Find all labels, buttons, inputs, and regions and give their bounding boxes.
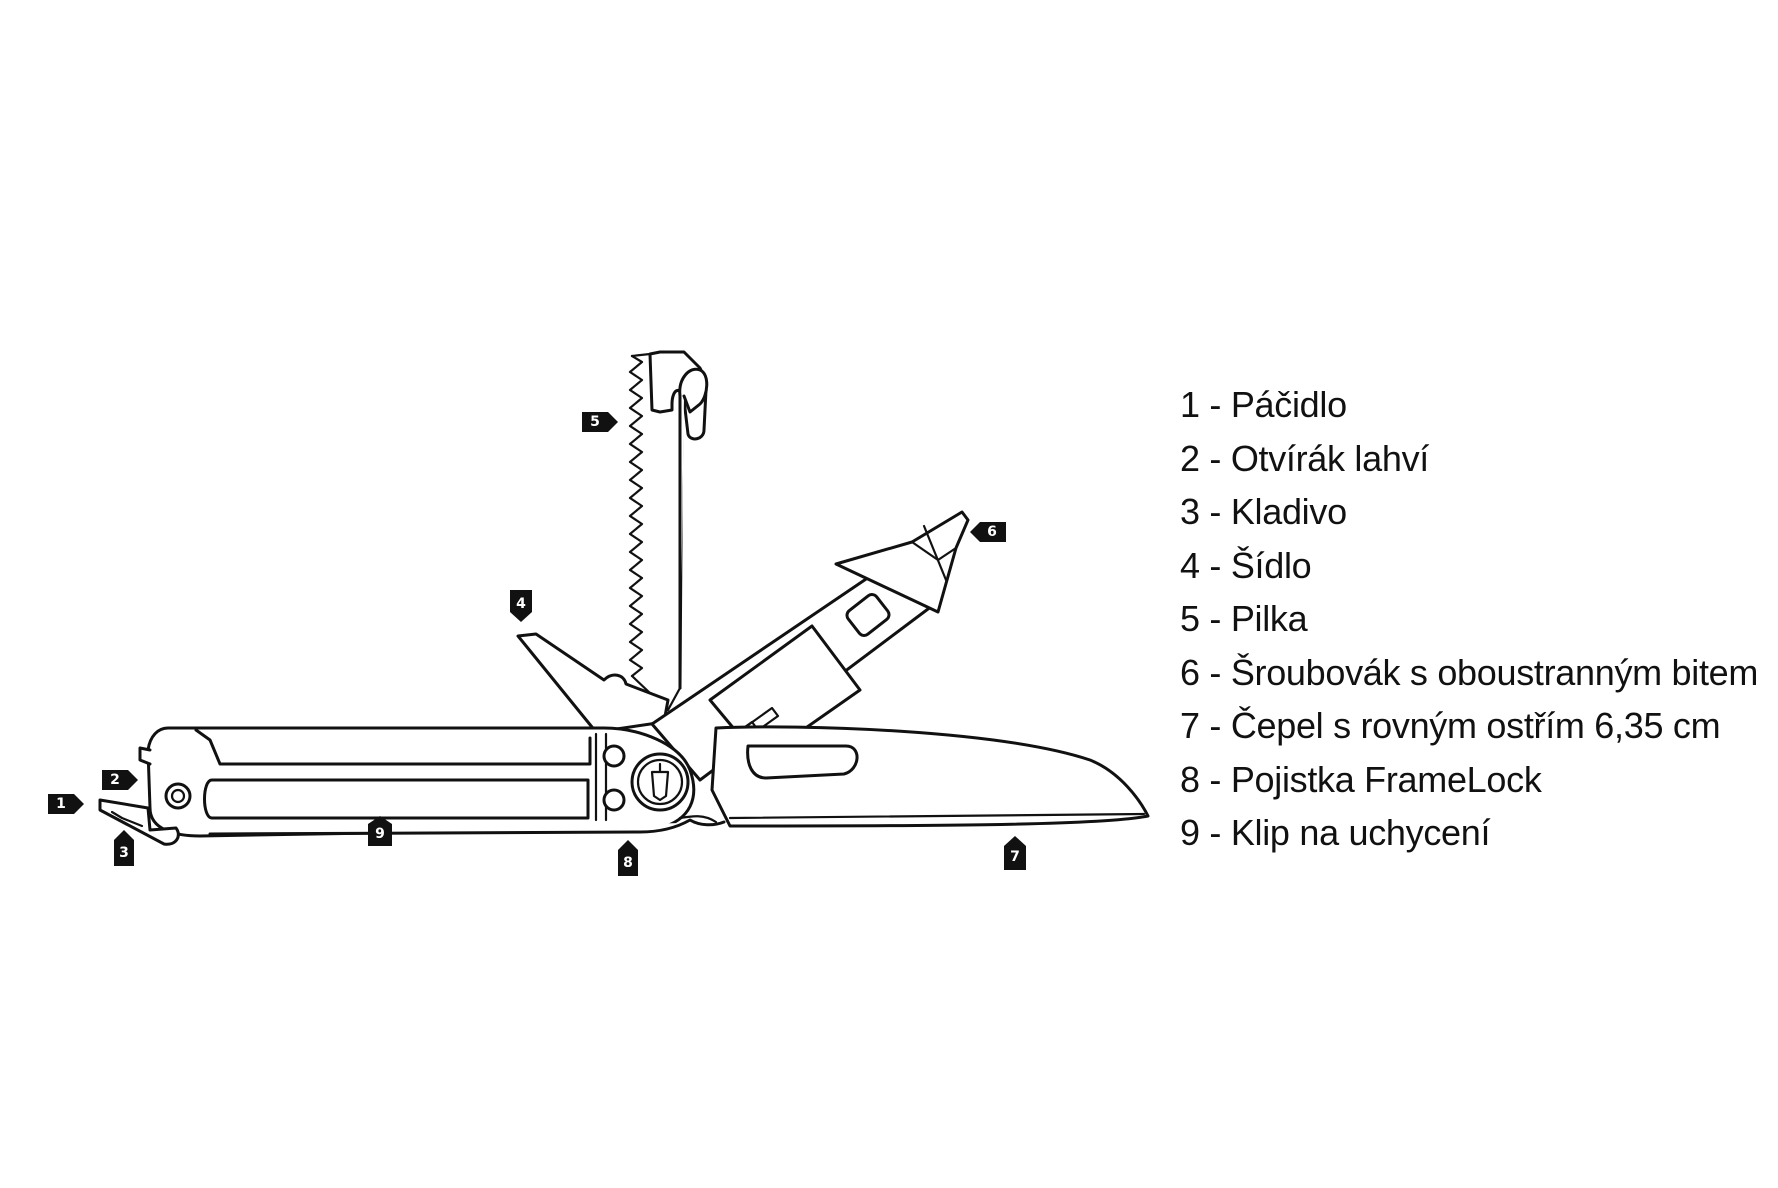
legend-item-8: 8 - Pojistka FrameLock	[1180, 758, 1542, 800]
callout-9: 9	[368, 816, 392, 846]
legend-item-9: 9 - Klip na uchycení	[1180, 812, 1491, 853]
svg-text:6: 6	[987, 524, 997, 540]
blade-tool	[710, 725, 1150, 828]
legend-item-6: 6 - Šroubovák s oboustranným bitem	[1180, 651, 1759, 693]
svg-text:1: 1	[56, 796, 66, 812]
svg-text:7: 7	[1010, 849, 1020, 865]
saw-tool	[628, 350, 709, 712]
callout-7: 7	[1004, 836, 1026, 870]
handle-body	[98, 726, 726, 846]
svg-text:3: 3	[119, 845, 129, 861]
svg-text:8: 8	[623, 855, 633, 871]
callout-8: 8	[618, 840, 638, 876]
legend-list: 1 - Páčidlo 2 - Otvírák lahví 3 - Kladiv…	[1180, 378, 1758, 860]
callout-2: 2	[102, 770, 138, 790]
legend-item-3: 3 - Kladivo	[1180, 491, 1347, 532]
callout-4: 4	[510, 590, 532, 622]
legend-item-5: 5 - Pilka	[1180, 598, 1308, 639]
callout-3: 3	[114, 830, 134, 866]
legend-item-2: 2 - Otvírák lahví	[1180, 437, 1429, 479]
callout-6: 6	[970, 522, 1006, 542]
svg-text:4: 4	[516, 596, 526, 612]
screwdriver-tool	[650, 510, 970, 782]
svg-text:9: 9	[375, 826, 385, 842]
svg-text:5: 5	[590, 414, 600, 430]
svg-text:2: 2	[110, 772, 120, 788]
callout-5: 5	[582, 412, 618, 432]
legend-item-1: 1 - Páčidlo	[1180, 384, 1347, 425]
awl-tool	[516, 632, 670, 734]
legend-item-7: 7 - Čepel s rovným ostřím 6,35 cm	[1180, 705, 1721, 746]
legend-item-4: 4 - Šídlo	[1180, 544, 1312, 586]
callout-1: 1	[48, 794, 84, 814]
